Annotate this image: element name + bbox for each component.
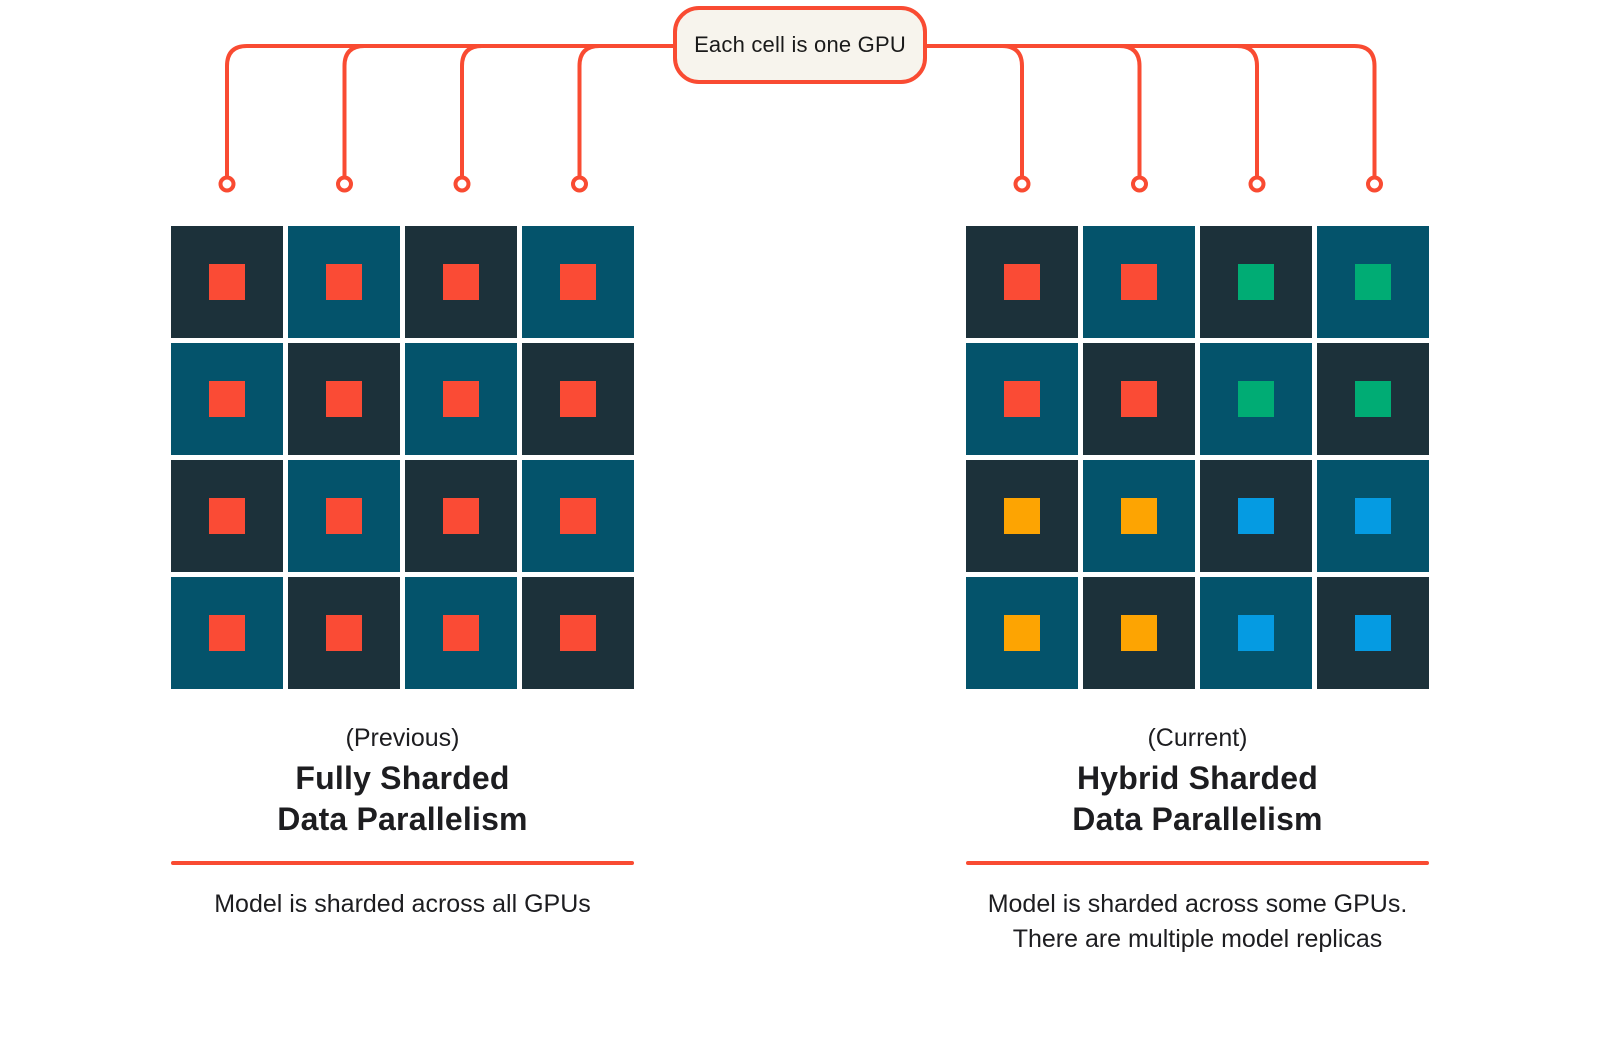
gpu-chip-yellow xyxy=(1121,615,1157,651)
gpu-chip-red xyxy=(560,264,596,300)
gpu-grid-fully-sharded xyxy=(171,226,634,689)
panel-title: Hybrid Sharded Data Parallelism xyxy=(966,758,1429,840)
panel-divider xyxy=(966,861,1429,865)
panel-caption: Model is sharded across all GPUs xyxy=(171,887,634,922)
gpu-cell xyxy=(522,226,634,338)
gpu-chip-blue xyxy=(1355,498,1391,534)
panel-divider xyxy=(171,861,634,865)
pointer-lines-right xyxy=(925,44,1377,178)
gpu-chip-red xyxy=(209,381,245,417)
pointer-lines-left xyxy=(225,44,675,178)
gpu-grid-hybrid-sharded xyxy=(966,226,1429,689)
callout-box: Each cell is one GPU xyxy=(673,6,927,84)
pointer-dots xyxy=(218,175,1383,193)
gpu-chip-red xyxy=(560,498,596,534)
gpu-chip-red xyxy=(326,264,362,300)
callout-label: Each cell is one GPU xyxy=(694,32,906,57)
gpu-cell xyxy=(966,577,1078,689)
gpu-cell xyxy=(1200,577,1312,689)
gpu-cell xyxy=(966,343,1078,455)
gpu-cell xyxy=(405,343,517,455)
gpu-chip-red xyxy=(1121,381,1157,417)
panel-text: (Current) Hybrid Sharded Data Parallelis… xyxy=(966,723,1429,957)
gpu-chip-red xyxy=(443,498,479,534)
panel-fully-sharded: (Previous) Fully Sharded Data Parallelis… xyxy=(171,226,634,922)
gpu-cell xyxy=(1200,460,1312,572)
gpu-cell xyxy=(966,460,1078,572)
gpu-chip-red xyxy=(1004,381,1040,417)
gpu-chip-red xyxy=(209,264,245,300)
panel-text: (Previous) Fully Sharded Data Parallelis… xyxy=(171,723,634,922)
panel-title-line1: Fully Sharded xyxy=(295,760,510,796)
panel-tag: (Previous) xyxy=(345,724,460,752)
gpu-chip-red xyxy=(209,615,245,651)
gpu-chip-green xyxy=(1238,264,1274,300)
panel-title-line1: Hybrid Sharded xyxy=(1076,760,1319,796)
gpu-chip-red xyxy=(326,498,362,534)
gpu-chip-red xyxy=(560,615,596,651)
panel-title: Fully Sharded Data Parallelism xyxy=(171,758,634,840)
gpu-pointer-lines xyxy=(218,44,1383,193)
gpu-cell xyxy=(405,226,517,338)
panel-title-line2: Data Parallelism xyxy=(1072,801,1323,837)
gpu-chip-green xyxy=(1355,381,1391,417)
gpu-chip-yellow xyxy=(1121,498,1157,534)
gpu-cell xyxy=(522,343,634,455)
gpu-chip-yellow xyxy=(1004,615,1040,651)
gpu-chip-blue xyxy=(1355,615,1391,651)
gpu-chip-blue xyxy=(1238,498,1274,534)
gpu-cell xyxy=(1317,460,1429,572)
gpu-cell xyxy=(405,577,517,689)
gpu-cell xyxy=(288,226,400,338)
gpu-cell xyxy=(522,460,634,572)
gpu-cell xyxy=(1083,577,1195,689)
gpu-cell xyxy=(1083,226,1195,338)
gpu-cell xyxy=(1200,226,1312,338)
panel-caption-line1: Model is sharded across some GPUs. xyxy=(987,890,1408,918)
panel-caption: Model is sharded across some GPUs. There… xyxy=(966,887,1429,957)
gpu-cell xyxy=(1200,343,1312,455)
gpu-cell xyxy=(171,343,283,455)
gpu-cell xyxy=(171,577,283,689)
gpu-cell xyxy=(1083,460,1195,572)
gpu-chip-green xyxy=(1238,381,1274,417)
gpu-cell xyxy=(1317,577,1429,689)
gpu-cell xyxy=(966,226,1078,338)
gpu-cell xyxy=(1317,343,1429,455)
gpu-chip-blue xyxy=(1238,615,1274,651)
gpu-cell xyxy=(1083,343,1195,455)
panel-hybrid-sharded: (Current) Hybrid Sharded Data Parallelis… xyxy=(966,226,1429,957)
gpu-chip-red xyxy=(326,381,362,417)
gpu-chip-green xyxy=(1355,264,1391,300)
gpu-cell xyxy=(288,577,400,689)
gpu-chip-red xyxy=(560,381,596,417)
gpu-cell xyxy=(288,343,400,455)
gpu-cell xyxy=(288,460,400,572)
panel-caption-line1: Model is sharded across all GPUs xyxy=(214,890,591,918)
gpu-chip-red xyxy=(1004,264,1040,300)
gpu-chip-red xyxy=(1121,264,1157,300)
gpu-chip-red xyxy=(443,615,479,651)
gpu-chip-red xyxy=(209,498,245,534)
gpu-cell xyxy=(522,577,634,689)
gpu-cell xyxy=(171,226,283,338)
gpu-chip-red xyxy=(443,264,479,300)
gpu-chip-yellow xyxy=(1004,498,1040,534)
panel-tag: (Current) xyxy=(1147,724,1248,752)
panel-title-line2: Data Parallelism xyxy=(277,801,528,837)
gpu-chip-red xyxy=(326,615,362,651)
panel-caption-line2: There are multiple model replicas xyxy=(1012,925,1383,953)
gpu-cell xyxy=(171,460,283,572)
gpu-cell xyxy=(1317,226,1429,338)
gpu-chip-red xyxy=(443,381,479,417)
gpu-cell xyxy=(405,460,517,572)
